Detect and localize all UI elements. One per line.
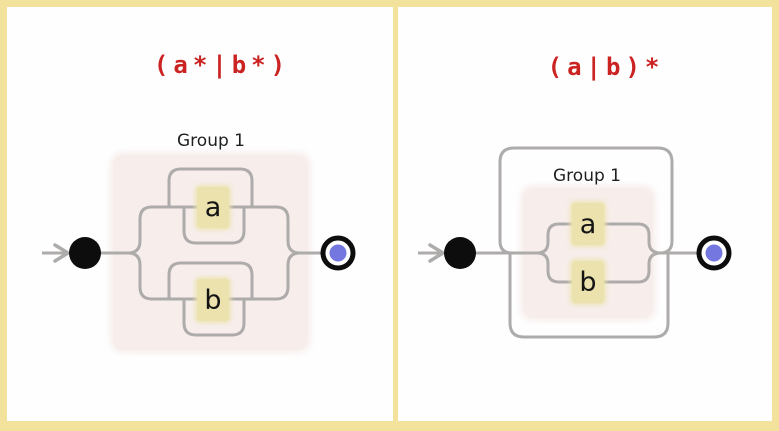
literal-box-right-b: b — [572, 261, 604, 303]
literal-box-right-a: a — [572, 203, 604, 245]
literal-label: b — [204, 284, 222, 316]
panel-divider — [393, 0, 398, 431]
group-label-left: Group 1 — [177, 131, 245, 151]
literal-label: a — [579, 208, 597, 240]
literal-label: a — [204, 192, 222, 223]
literal-box-left-b: b — [197, 279, 229, 321]
group-label-right: Group 1 — [553, 166, 621, 186]
literal-label: b — [579, 266, 597, 298]
regex-title-left: (a*|b*) — [153, 51, 291, 79]
literal-box-left-a: a — [197, 187, 229, 228]
regex-title-right: (a|b)* — [547, 53, 665, 81]
